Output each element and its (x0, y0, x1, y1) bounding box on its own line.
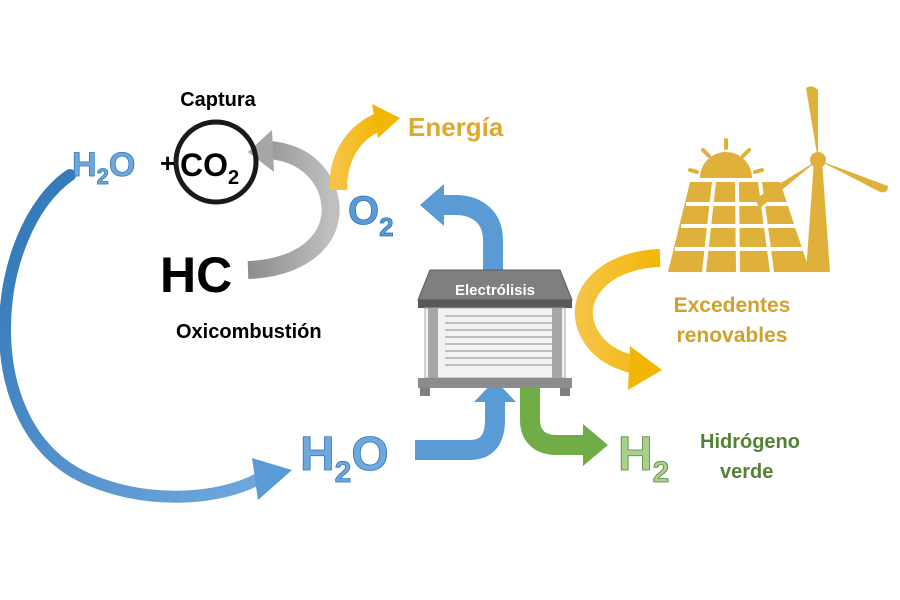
water-recycle-arrowhead (252, 458, 292, 500)
captura-label: Captura (180, 89, 256, 111)
o2-label: O2 (348, 189, 394, 242)
co2-emission-arrow (247, 130, 340, 279)
sun-icon (688, 138, 764, 178)
energia-label: Energía (408, 112, 504, 142)
electrolisis-label: Electrólisis (455, 282, 535, 299)
co2-arrowhead (248, 130, 274, 172)
oxygen-arrowhead (420, 184, 444, 226)
capture-circle (173, 119, 259, 205)
solar-panel-icon (668, 181, 810, 273)
hydrogen-arrow (520, 388, 608, 466)
verde-label: verde (720, 461, 773, 483)
energy-arrowhead (372, 104, 400, 138)
hc-label: HC (160, 247, 232, 303)
excedentes-label: Excedentes (674, 294, 791, 317)
plus-sign: + (160, 148, 175, 178)
renovables-label: renovables (677, 324, 788, 347)
h2o-top-label: H2O (72, 146, 135, 189)
water-input-arrow (415, 380, 516, 460)
renewable-energy-arrow (574, 249, 662, 390)
energy-arrow (329, 104, 400, 191)
oxicombustion-label: Oxicombustión (176, 321, 322, 343)
h2-label: H2 (618, 428, 669, 489)
wind-turbine-icon (757, 86, 888, 272)
h2o-bottom-label: H2O (300, 428, 389, 489)
hydrogen-arrowhead (583, 424, 608, 466)
electrolyzer-icon (417, 269, 573, 396)
oxygen-arrow (420, 184, 503, 280)
renewable-arrowhead (628, 346, 662, 390)
water-input-arrowhead (474, 380, 516, 402)
water-recycle-arrow (0, 169, 292, 503)
hidrogeno-label: Hidrógeno (700, 431, 800, 453)
co2-label: CO2 (180, 147, 239, 189)
